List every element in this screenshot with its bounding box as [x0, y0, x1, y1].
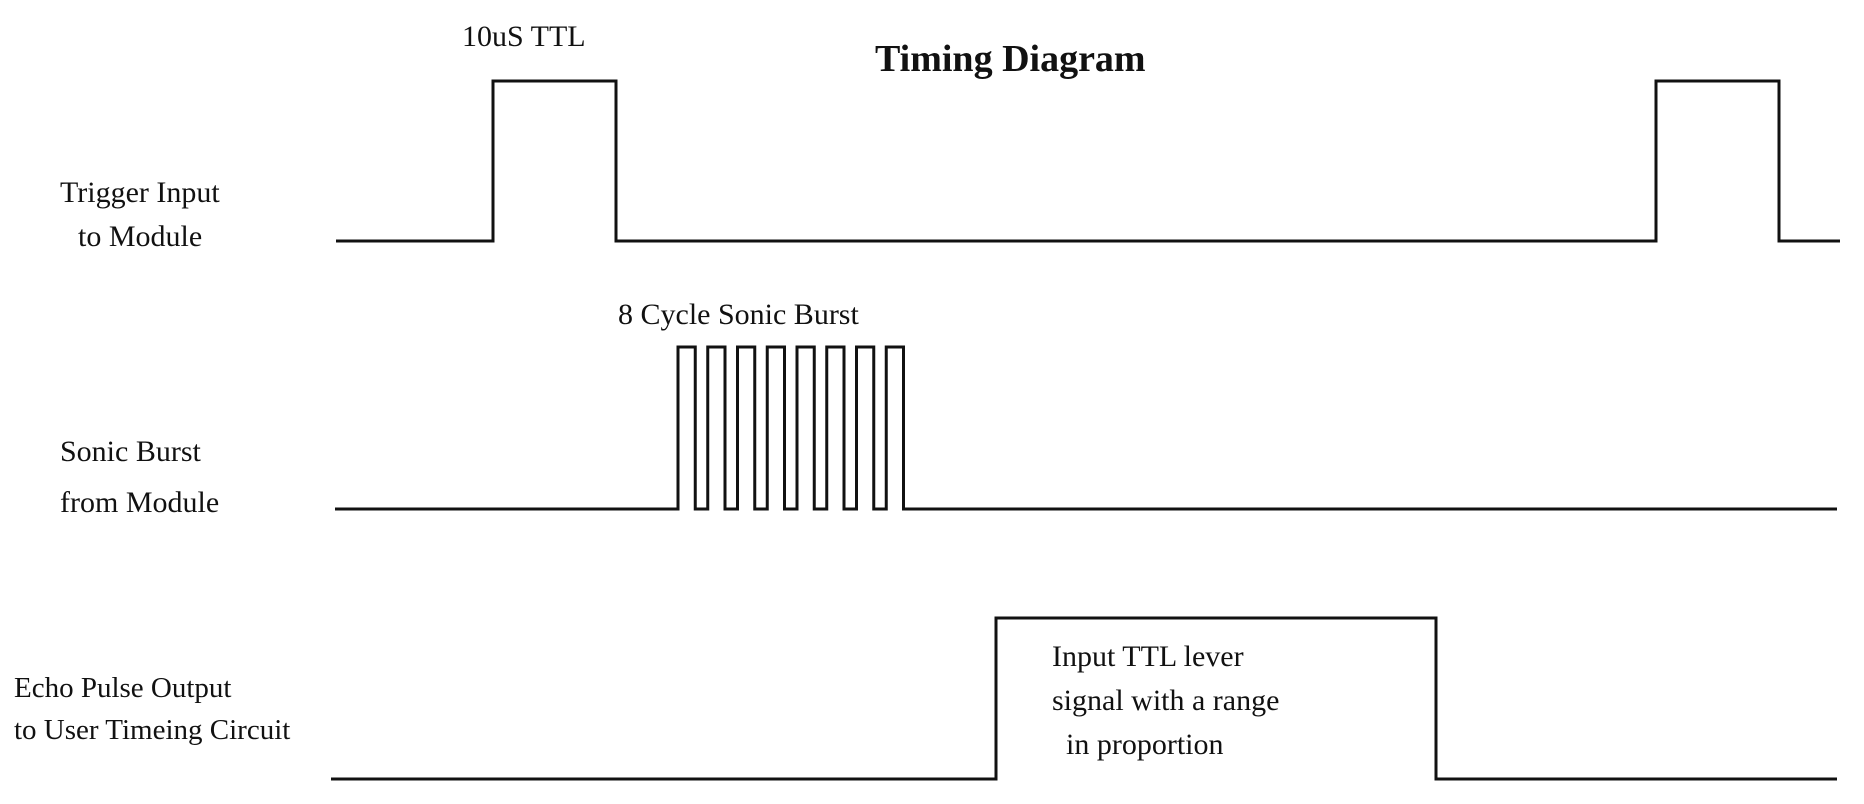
trigger-annotation: 10uS TTL: [462, 20, 586, 53]
echo-annotation-line2: signal with a range: [1052, 684, 1280, 717]
trigger-label-line2: to Module: [78, 220, 203, 253]
burst-label-line1: Sonic Burst: [60, 435, 201, 468]
burst-label-line2: from Module: [60, 486, 220, 519]
echo-annotation-line3: in proportion: [1066, 728, 1224, 761]
diagram-title: Timing Diagram: [875, 38, 1146, 80]
echo-label-line1: Echo Pulse Output: [14, 672, 232, 704]
burst-annotation: 8 Cycle Sonic Burst: [618, 298, 859, 331]
echo-waveform: [331, 616, 1837, 781]
sonic-burst-waveform: [335, 345, 1837, 511]
trigger-waveform: [336, 79, 1840, 243]
echo-label-line2: to User Timeing Circuit: [14, 714, 291, 746]
echo-annotation-line1: Input TTL lever: [1052, 640, 1244, 673]
trigger-label-line1: Trigger Input: [60, 176, 220, 209]
